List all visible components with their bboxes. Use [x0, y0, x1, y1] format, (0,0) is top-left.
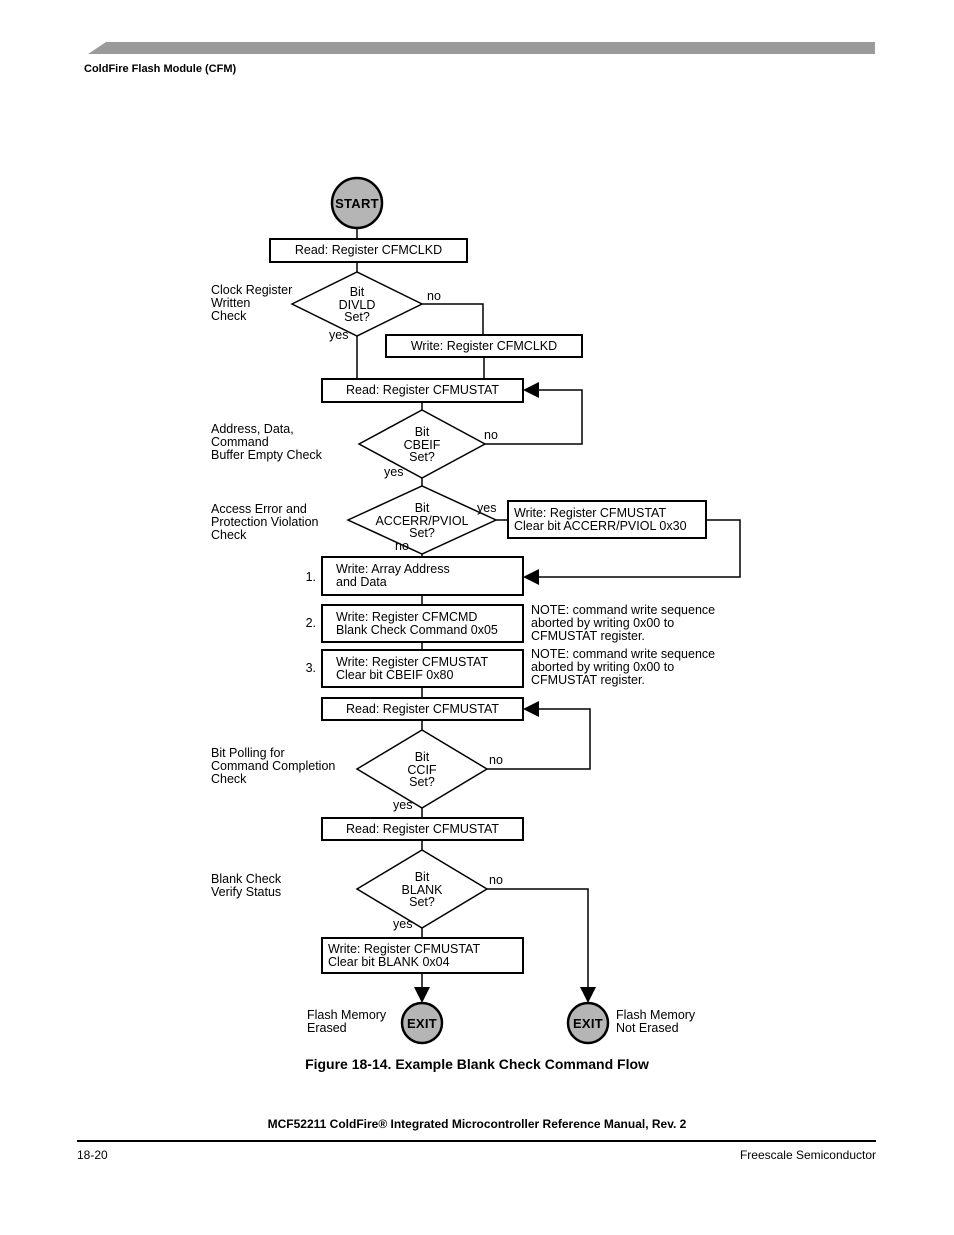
- box-write-cfmclkd: [385, 334, 583, 358]
- footer-page-number: 18-20: [77, 1148, 108, 1162]
- box-write-clear-blank: [321, 937, 524, 974]
- blank-no-label: no: [489, 873, 503, 887]
- cbeif-label: Bit CBEIF Set?: [403, 425, 441, 465]
- read-cfmustat-2-label: Read: Register CFMUSTAT: [345, 701, 500, 716]
- exit-right-circle: [566, 1001, 610, 1045]
- cbeif-no-label: no: [484, 428, 498, 442]
- arrow-into-exit-right: [580, 987, 596, 1003]
- step1-label: Write: Array Address and Data: [336, 562, 450, 589]
- access-check-label: Access Error and Protection Violation Ch…: [211, 502, 319, 542]
- accerr-label: Bit ACCERR/PVIOL Set?: [375, 501, 469, 541]
- diamond-divld: [290, 271, 424, 337]
- blank-label: Bit BLANK Set?: [401, 870, 443, 910]
- diamond-ccif: [355, 729, 489, 809]
- process-boxes: [269, 238, 707, 974]
- box-write-clear-accerr: [507, 500, 707, 539]
- step3-label: Write: Register CFMUSTAT Clear bit CBEIF…: [336, 654, 489, 682]
- write-clear-blank-label: Write: Register CFMUSTAT Clear bit BLANK…: [328, 941, 481, 969]
- polling-check-label: Bit Polling for Command Completion Check: [211, 746, 336, 786]
- terminal-circles: [330, 176, 610, 1045]
- exit-right-label-text: EXIT: [572, 1015, 604, 1031]
- note-step3: NOTE: command write sequence aborted by …: [531, 647, 716, 687]
- blank-yes-label: yes: [393, 917, 413, 931]
- read-cfmclkd-label: Read: Register CFMCLKD: [294, 243, 443, 257]
- footer-rule: [77, 1140, 876, 1142]
- box-read-cfmclkd: [269, 238, 468, 263]
- buffer-check-label: Address, Data, Command Buffer Empty Chec…: [211, 422, 322, 462]
- arrow-into-read1: [523, 382, 539, 398]
- write-clear-accerr-label: Write: Register CFMUSTAT Clear bit ACCER…: [514, 505, 687, 533]
- footer-manual-title: MCF52211 ColdFire® Integrated Microcontr…: [267, 1117, 687, 1131]
- start-label: START: [335, 195, 379, 211]
- divld-label: Bit DIVLD Set?: [338, 285, 376, 325]
- box-step2: [321, 604, 524, 643]
- diamond-cbeif: [357, 409, 487, 479]
- ccif-yes-label: yes: [393, 798, 413, 812]
- diamond-blank: [355, 849, 489, 929]
- header-bar: [88, 42, 875, 54]
- step3-number: 3.: [305, 661, 316, 675]
- arrow-into-exit-left: [414, 987, 430, 1003]
- read-cfmustat-1-label: Read: Register CFMUSTAT: [345, 383, 500, 397]
- arrow-into-read2: [523, 701, 539, 717]
- verify-status-label: Blank Check Verify Status: [211, 872, 282, 899]
- accerr-yes-label: yes: [477, 501, 497, 515]
- divld-yes-label: yes: [329, 328, 349, 342]
- exit-left-label-text: EXIT: [406, 1015, 438, 1031]
- arrowheads: [414, 382, 596, 1003]
- arrow-into-step1: [523, 569, 539, 585]
- diamond-accerr: [346, 485, 498, 555]
- exit-left-circle: [400, 1001, 444, 1045]
- decision-diamonds: [290, 271, 498, 929]
- start-circle: [330, 176, 384, 230]
- write-cfmclkd-label: Write: Register CFMCLKD: [410, 338, 558, 353]
- box-step1: [321, 556, 524, 596]
- step2-number: 2.: [305, 616, 316, 630]
- cbeif-yes-label: yes: [384, 465, 404, 479]
- clock-check-label: Clock Register Written Check: [211, 283, 293, 323]
- divld-no-label: no: [427, 289, 441, 303]
- figure-caption: Figure 18-14. Example Blank Check Comman…: [305, 1056, 649, 1072]
- exit-left-result-label: Flash Memory Erased: [307, 1008, 387, 1035]
- footer-company: Freescale Semiconductor: [739, 1148, 876, 1162]
- note-step2: NOTE: command write sequence aborted by …: [531, 603, 716, 643]
- box-read-cfmustat-2: [321, 697, 524, 721]
- ccif-label: Bit CCIF Set?: [407, 750, 437, 790]
- step2-label: Write: Register CFMCMD Blank Check Comma…: [336, 609, 498, 637]
- box-step3: [321, 649, 524, 688]
- step1-number: 1.: [305, 570, 316, 584]
- accerr-no-label: no: [395, 539, 409, 553]
- chapter-title: ColdFire Flash Module (CFM): [84, 63, 237, 75]
- exit-right-result-label: Flash Memory Not Erased: [616, 1008, 696, 1035]
- read-cfmustat-3-label: Read: Register CFMUSTAT: [345, 821, 500, 836]
- box-read-cfmustat-3: [321, 817, 524, 841]
- box-read-cfmustat-1: [321, 378, 524, 403]
- ccif-no-label: no: [489, 753, 503, 767]
